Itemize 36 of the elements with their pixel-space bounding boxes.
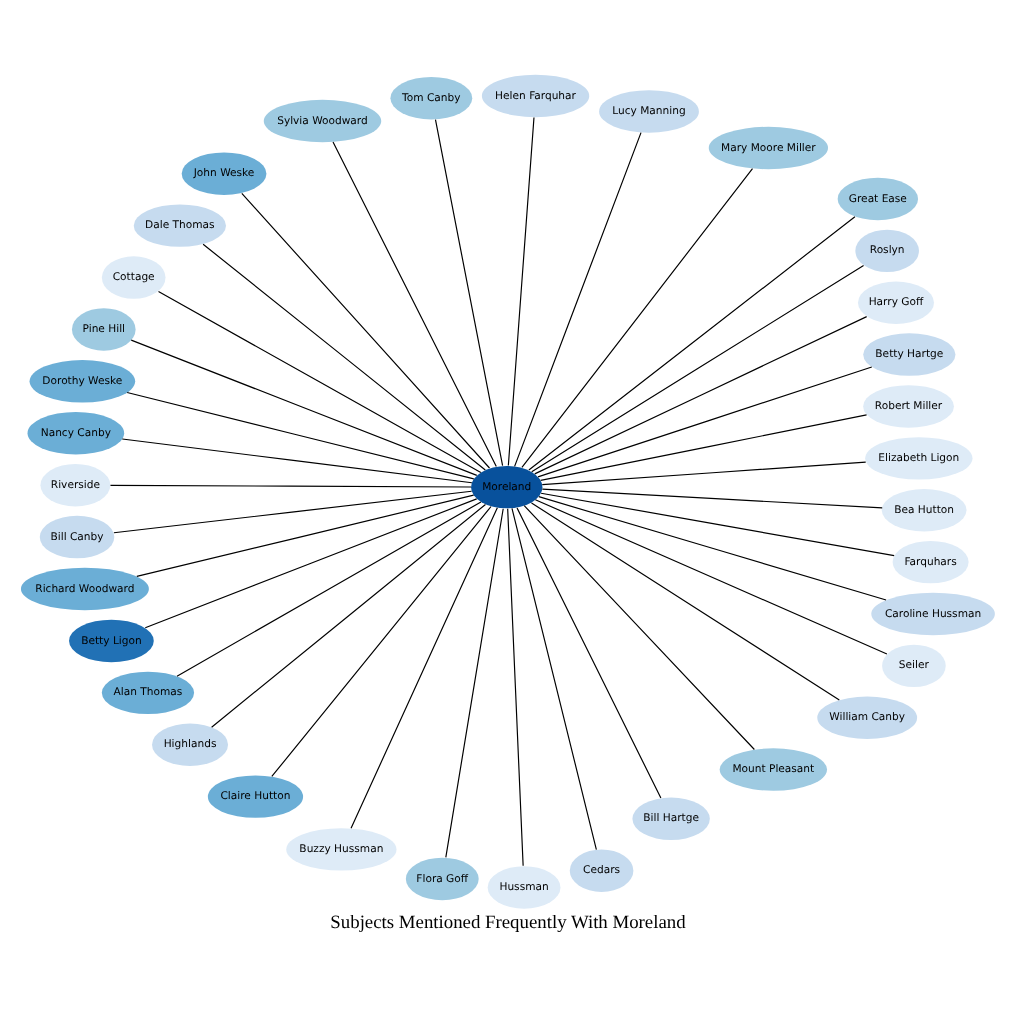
- connector: [241, 191, 491, 468]
- connector: [516, 506, 662, 798]
- connector: [126, 390, 475, 479]
- connector: [332, 140, 497, 466]
- connector: [541, 460, 867, 485]
- connector: [109, 483, 472, 487]
- connector: [511, 506, 597, 850]
- connector: [136, 493, 475, 577]
- connector: [531, 263, 865, 472]
- connector: [211, 502, 487, 727]
- connector: [538, 495, 887, 600]
- connector: [540, 491, 895, 556]
- connector: [350, 506, 498, 828]
- diagram-title: Subjects Mentioned Frequently With Moreland: [330, 913, 686, 934]
- connector: [528, 215, 856, 470]
- connector: [507, 115, 535, 466]
- connector: [537, 365, 873, 477]
- connector: [176, 500, 482, 676]
- connector: [521, 167, 754, 468]
- connector: [113, 489, 473, 533]
- connector: [121, 437, 473, 483]
- connector: [541, 487, 883, 508]
- connector: [144, 497, 478, 628]
- connector: [157, 289, 482, 473]
- connector: [534, 498, 888, 654]
- connector: [445, 507, 504, 857]
- connector: [434, 118, 504, 466]
- connector: [530, 501, 840, 700]
- connector: [514, 131, 642, 466]
- connector: [271, 504, 492, 777]
- connector: [534, 315, 868, 474]
- connector: [130, 338, 478, 475]
- connector: [507, 507, 524, 866]
- connector: [523, 504, 755, 750]
- connector: [202, 242, 486, 470]
- connector: [540, 413, 868, 480]
